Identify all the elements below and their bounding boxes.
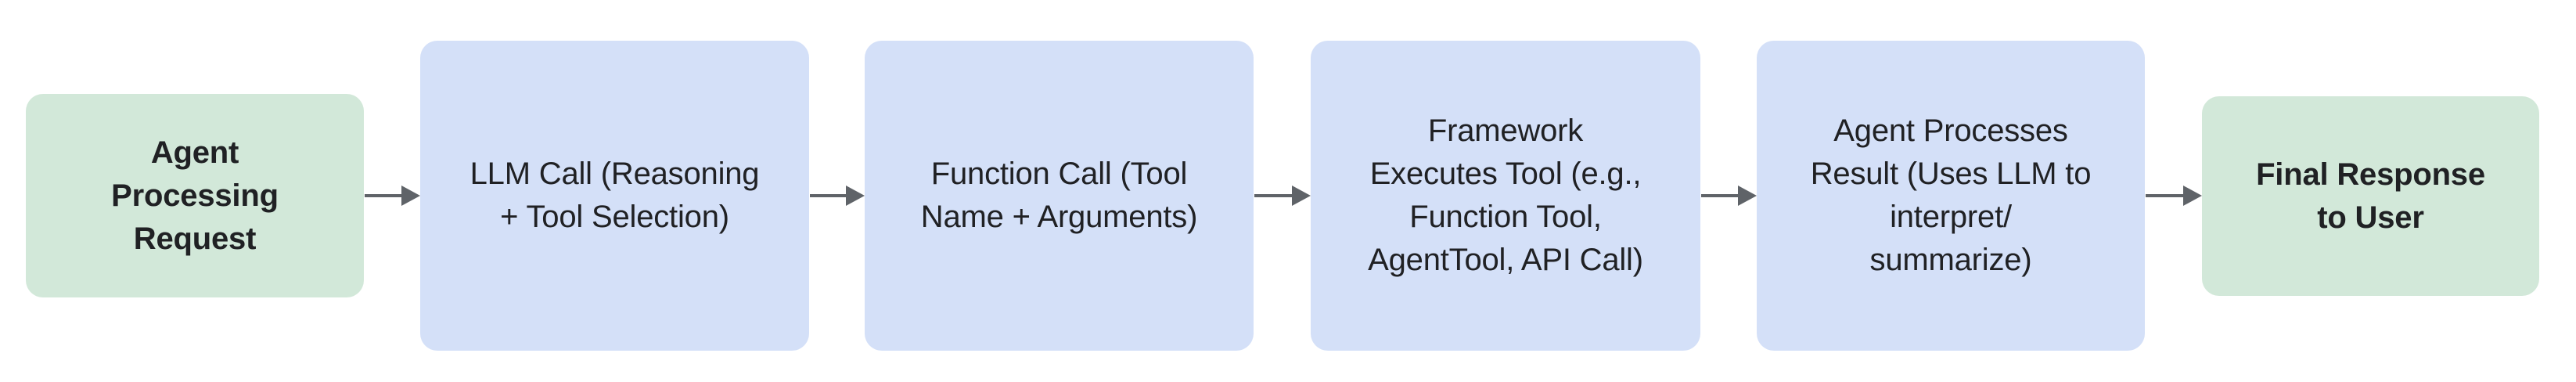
node-llm-call[interactable]: LLM Call (Reasoning + Tool Selection) [420, 41, 809, 351]
node-agent-processing-request[interactable]: Agent Processing Request [26, 94, 364, 297]
arrow-head [2183, 186, 2202, 206]
arrow-icon-llm-call-to-function-call [810, 186, 865, 206]
node-final-response-to-user[interactable]: Final Response to User [2202, 96, 2539, 296]
node-function-call[interactable]: Function Call (Tool Name + Arguments) [865, 41, 1254, 351]
arrow-icon-agent-processing-request-to-llm-call [365, 186, 420, 206]
node-agent-processes-result[interactable]: Agent Processes Result (Uses LLM to inte… [1757, 41, 2145, 351]
arrow-head [1738, 186, 1757, 206]
arrow-shaft [810, 194, 846, 197]
arrow-icon-framework-executes-tool-to-agent-processes-result [1701, 186, 1757, 206]
arrow-shaft [365, 194, 401, 197]
arrow-head [846, 186, 865, 206]
arrow-shaft [2146, 194, 2183, 197]
arrow-shaft [1254, 194, 1292, 197]
arrow-icon-agent-processes-result-to-final-response-to-user [2146, 186, 2202, 206]
arrow-icon-function-call-to-framework-executes-tool [1254, 186, 1311, 206]
arrow-shaft [1701, 194, 1738, 197]
arrow-head [1292, 186, 1311, 206]
arrow-head [401, 186, 420, 206]
node-framework-executes-tool[interactable]: Framework Executes Tool (e.g., Function … [1311, 41, 1700, 351]
